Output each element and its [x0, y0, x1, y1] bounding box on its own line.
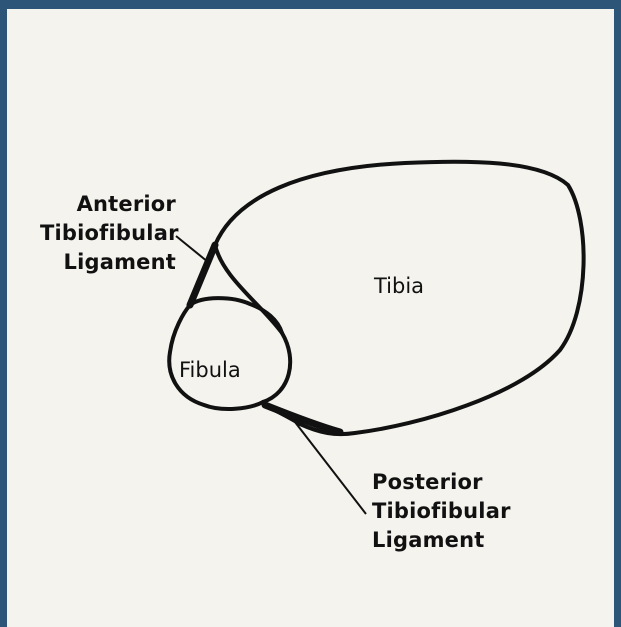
anterior-label-line-3: Ligament	[40, 248, 176, 277]
posterior-label-line-1: Posterior	[372, 468, 532, 497]
anterior-label-line-1: Anterior	[40, 190, 176, 219]
anterior-label-line-2: Tibiofibular	[40, 219, 176, 248]
tibia-label: Tibia	[374, 274, 424, 298]
posterior-label-line-3: Ligament	[372, 526, 532, 555]
anterior-ligament	[190, 245, 215, 305]
anterior-leader-line	[176, 236, 208, 262]
posterior-label-line-2: Tibiofibular	[372, 497, 532, 526]
posterior-ligament-label: Posterior Tibiofibular Ligament	[372, 468, 532, 555]
posterior-ligament	[265, 405, 340, 432]
anterior-ligament-label: Anterior Tibiofibular Ligament	[40, 190, 176, 277]
fibula-label: Fibula	[179, 358, 241, 382]
